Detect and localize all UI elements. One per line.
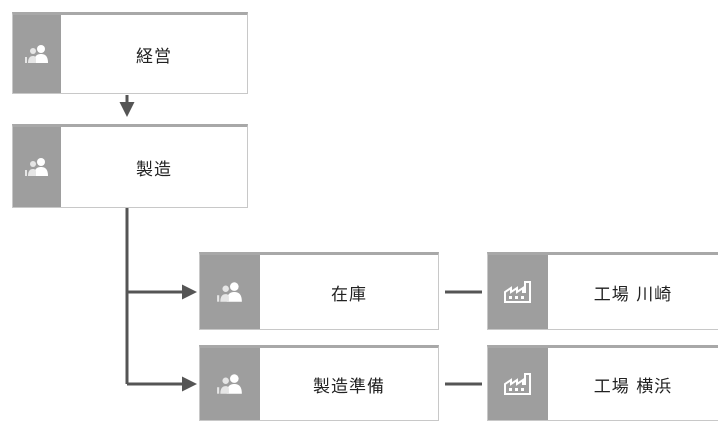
node-manufacturing[interactable]: 製造 (12, 124, 248, 208)
node-icon-box (13, 127, 61, 207)
node-inventory[interactable]: 在庫 (199, 252, 439, 330)
people-icon (25, 45, 48, 63)
node-factory-kawasaki[interactable]: 工場 川崎 (487, 252, 718, 330)
node-label: 工場 横浜 (593, 376, 673, 397)
people-icon (25, 158, 48, 176)
node-icon-box (13, 15, 61, 93)
node-management[interactable]: 経営 (12, 12, 248, 94)
factory-icon (504, 281, 531, 303)
node-factory-yokohama[interactable]: 工場 横浜 (487, 345, 718, 421)
node-manufacturing-prep[interactable]: 製造準備 (199, 345, 439, 421)
node-label: 工場 川崎 (593, 284, 673, 305)
node-label: 経営 (136, 46, 172, 67)
node-icon-box (488, 255, 548, 329)
people-icon (217, 282, 242, 302)
node-icon-box (200, 255, 260, 329)
node-icon-box (488, 348, 548, 420)
people-icon (217, 374, 242, 394)
factory-icon (504, 373, 531, 395)
node-label: 製造 (136, 159, 172, 180)
node-icon-box (200, 348, 260, 420)
node-label: 製造準備 (313, 376, 385, 397)
node-label: 在庫 (331, 284, 367, 305)
